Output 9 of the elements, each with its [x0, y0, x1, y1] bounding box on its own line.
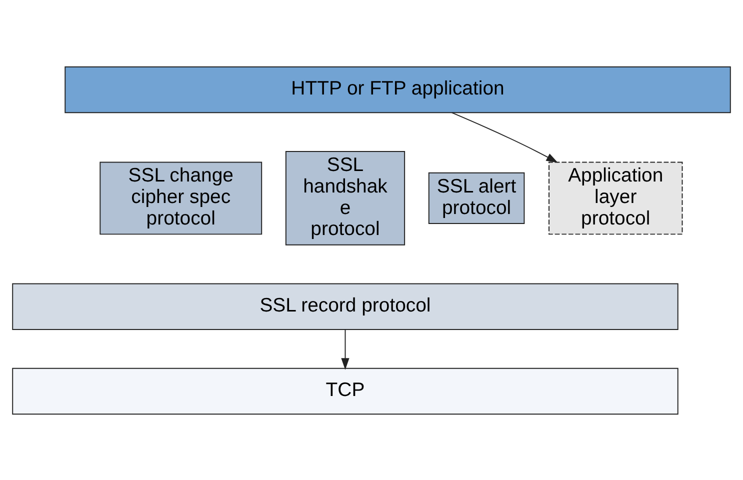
node-box: SSL handshak e protocol	[285, 150, 406, 245]
node-box: SSL record protocol	[12, 282, 678, 330]
node-box: TCP	[12, 367, 678, 414]
node-box: HTTP or FTP application	[64, 66, 731, 113]
node-box: SSL alert protocol	[428, 172, 525, 224]
node-box: SSL change cipher spec protocol	[100, 161, 262, 234]
arrow	[341, 328, 350, 370]
arrow	[451, 112, 558, 162]
node-box: Application layer protocol	[548, 161, 683, 234]
